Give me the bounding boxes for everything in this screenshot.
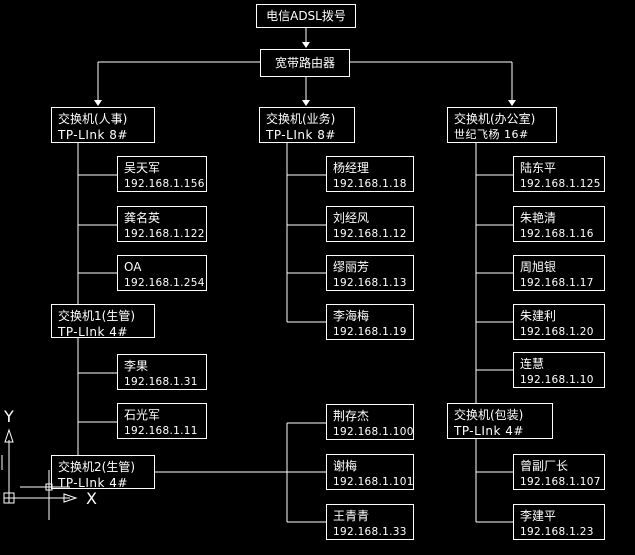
host-ip: 192.168.1.19 xyxy=(333,326,407,338)
switch-business: 交换机(业务) TP-LInk 8# xyxy=(259,107,355,143)
host-box: 李建平 192.168.1.23 xyxy=(513,504,605,540)
switch-name: 交换机2(生管) xyxy=(58,460,135,474)
host-box: 朱建利 192.168.1.20 xyxy=(513,304,605,340)
host-box: 李海梅 192.168.1.19 xyxy=(326,304,414,340)
switch-name: 交换机(包装) xyxy=(454,408,524,422)
ucs-x-label: X xyxy=(86,489,97,508)
host-box: 刘经风 192.168.1.12 xyxy=(326,206,414,242)
host-ip: 192.168.1.23 xyxy=(520,526,594,538)
host-ip: 192.168.1.156 xyxy=(124,178,205,190)
host-box: 曾副厂长 192.168.1.107 xyxy=(513,454,605,490)
host-ip: 192.168.1.100 xyxy=(333,426,414,438)
ucs-axis-icon xyxy=(1,428,78,520)
switch-packaging: 交换机(包装) TP-LInk 4# xyxy=(447,403,553,439)
host-name: 缪丽芳 xyxy=(333,260,370,274)
host-ip: 192.168.1.125 xyxy=(520,178,601,190)
switch-hr: 交换机(人事) TP-LInk 8# xyxy=(51,107,155,143)
host-name: 朱艳清 xyxy=(520,211,557,225)
switch-model: TP-LInk 4# xyxy=(454,424,524,438)
host-name: 曾副厂长 xyxy=(520,459,569,473)
host-box: 荆存杰 192.168.1.100 xyxy=(326,404,414,440)
switch-production-2: 交换机2(生管) TP-LInk 4# xyxy=(51,455,155,489)
switch-model: TP-LInk 8# xyxy=(266,128,336,142)
host-box: 缪丽芳 192.168.1.13 xyxy=(326,255,414,291)
host-ip: 192.168.1.18 xyxy=(333,178,407,190)
host-ip: 192.168.1.33 xyxy=(333,526,407,538)
isp-dialup-box: 电信ADSL拨号 xyxy=(256,4,356,28)
host-box: 杨经理 192.168.1.18 xyxy=(326,156,414,192)
host-ip: 192.168.1.17 xyxy=(520,277,594,289)
router-box: 宽带路由器 xyxy=(260,49,350,77)
host-name: 周旭银 xyxy=(520,260,557,274)
host-box: 李果 192.168.1.31 xyxy=(117,354,207,390)
host-name: 朱建利 xyxy=(520,309,557,323)
host-box: 吴天军 192.168.1.156 xyxy=(117,156,207,192)
host-name: 李海梅 xyxy=(333,309,370,323)
host-name: 谢梅 xyxy=(333,459,358,473)
host-box: 朱艳清 192.168.1.16 xyxy=(513,206,605,242)
host-name: 杨经理 xyxy=(333,161,370,175)
host-ip: 192.168.1.254 xyxy=(124,277,205,289)
switch-name: 交换机(业务) xyxy=(266,112,336,126)
host-box: 周旭银 192.168.1.17 xyxy=(513,255,605,291)
host-ip: 192.168.1.10 xyxy=(520,374,594,386)
host-box: 龚名英 192.168.1.122 xyxy=(117,206,207,242)
router-label: 宽带路由器 xyxy=(274,56,335,70)
switch-production-1: 交换机1(生管) TP-LInk 4# xyxy=(51,304,155,338)
switch-model: TP-LInk 8# xyxy=(58,128,128,142)
switch-model: TP-LInk 4# xyxy=(58,325,128,339)
host-box: 石光军 192.168.1.11 xyxy=(117,403,207,439)
host-ip: 192.168.1.31 xyxy=(124,376,198,388)
host-name: 王青青 xyxy=(333,509,370,523)
host-name: 刘经风 xyxy=(333,211,370,225)
host-name: 陆东平 xyxy=(520,161,557,175)
switch-name: 交换机1(生管) xyxy=(58,309,135,323)
host-name: 李建平 xyxy=(520,509,557,523)
host-ip: 192.168.1.107 xyxy=(520,476,601,488)
host-box: 连慧 192.168.1.10 xyxy=(513,352,605,388)
host-name: 荆存杰 xyxy=(333,409,370,423)
host-box: OA 192.168.1.254 xyxy=(117,255,207,291)
host-ip: 192.168.1.13 xyxy=(333,277,407,289)
host-ip: 192.168.1.122 xyxy=(124,228,205,240)
switch-name: 交换机(办公室) xyxy=(454,112,536,126)
switch-office: 交换机(办公室) 世纪飞杨 16# xyxy=(447,107,557,143)
host-ip: 192.168.1.16 xyxy=(520,228,594,240)
isp-label: 电信ADSL拨号 xyxy=(266,9,346,23)
host-box: 陆东平 192.168.1.125 xyxy=(513,156,605,192)
host-name: 李果 xyxy=(124,359,149,373)
host-name: 连慧 xyxy=(520,357,545,371)
host-box: 王青青 192.168.1.33 xyxy=(326,504,414,540)
host-ip: 192.168.1.20 xyxy=(520,326,594,338)
host-name: 龚名英 xyxy=(124,211,161,225)
host-name: OA xyxy=(124,260,142,274)
host-ip: 192.168.1.12 xyxy=(333,228,407,240)
host-box: 谢梅 192.168.1.101 xyxy=(326,454,414,490)
host-ip: 192.168.1.11 xyxy=(124,425,198,437)
switch-model: 世纪飞杨 16# xyxy=(454,128,529,141)
switch-name: 交换机(人事) xyxy=(58,112,128,126)
host-name: 石光军 xyxy=(124,408,161,422)
host-ip: 192.168.1.101 xyxy=(333,476,414,488)
switch-model: TP-LInk 4# xyxy=(58,476,128,490)
host-name: 吴天军 xyxy=(124,161,161,175)
ucs-y-label: Y xyxy=(4,407,14,426)
